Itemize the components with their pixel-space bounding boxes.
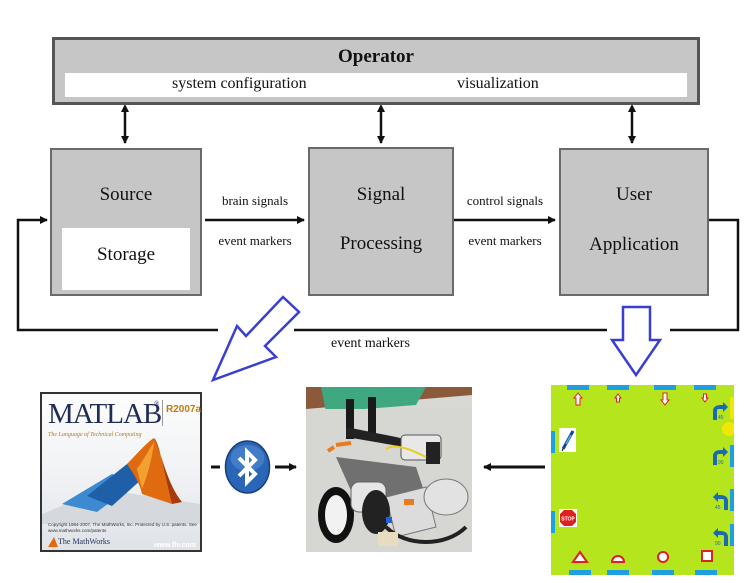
event-markers-label-1: event markers [218, 233, 292, 248]
track-marker-right [730, 489, 734, 511]
user-application-line1: User [616, 184, 652, 205]
operator-functions: system configuration visualization [65, 73, 687, 97]
track-marker-right [730, 524, 734, 546]
signal-processing-block: Signal Processing [308, 147, 454, 296]
track-marker-right-yellow [730, 397, 734, 419]
source-label: Source [99, 184, 153, 205]
event-markers-label-2: event markers [468, 233, 542, 248]
brain-signals-label: brain signals [221, 193, 289, 208]
storage-block: Storage [62, 228, 190, 290]
callout-arrow-to-track [609, 305, 663, 378]
user-application-line2: Application [589, 234, 679, 255]
system-configuration-label: system configuration [172, 75, 307, 92]
user-application-block: User Application [559, 148, 709, 296]
track-marker-left [551, 511, 555, 533]
signal-processing-line2: Processing [339, 233, 423, 254]
matlab-company: The MathWorks [58, 537, 111, 546]
matlab-watermark: www.flv.com [153, 542, 196, 549]
stop-sign-text: STOP [561, 517, 575, 523]
matlab-version: R2007a [166, 404, 202, 415]
feedback-loop-line-left [16, 216, 218, 332]
track-marker-bottom [607, 570, 629, 575]
arrow-up-icon [572, 392, 584, 406]
visualization-label: visualization [457, 75, 539, 92]
robot-photo [306, 387, 472, 552]
mathworks-logo-icon [48, 537, 58, 547]
triangle-icon [571, 550, 589, 563]
track-marker-top [654, 385, 676, 390]
lego-nxt-robot-image [306, 387, 472, 552]
track-marker-bottom [695, 570, 717, 575]
track-marker-top [694, 385, 716, 390]
matlab-membrane-logo-icon [42, 438, 200, 524]
track-marker-top [567, 385, 589, 390]
turn-left-45-icon [713, 492, 728, 510]
turn-left-90-icon [713, 528, 728, 546]
circle-icon [657, 551, 669, 563]
feedback-event-markers-label: event markers [331, 336, 410, 351]
callout-arrow-to-matlab [210, 295, 301, 383]
track-map-canvas: 45 90 45 90 STOP [551, 385, 736, 575]
turn-left-90-label: 90 [715, 541, 721, 547]
bluetooth-icon [224, 440, 271, 494]
matlab-tagline: The Language of Technical Computing [48, 432, 142, 438]
matlab-copyright: Copyright 1984-2007, The MathWorks, Inc.… [48, 522, 197, 533]
turn-right-45-label: 45 [718, 415, 724, 421]
turn-right-45-icon [713, 402, 728, 420]
control-signals-label: control signals [466, 193, 544, 208]
matlab-brand: MATLAB [48, 398, 162, 430]
track-marker-top [607, 385, 629, 390]
arrow-up-small-icon [614, 393, 622, 403]
matlab-splash-image: MATLAB ® R2007a The Language of Technica… [40, 392, 202, 552]
turn-right-90-icon [713, 447, 728, 465]
square-icon [701, 550, 713, 562]
semicircle-icon [610, 555, 626, 563]
storage-label: Storage [96, 244, 156, 265]
feedback-loop-line [670, 218, 740, 332]
pen-icon [559, 428, 576, 452]
signal-processing-line1: Signal [356, 184, 406, 205]
operator-box: Operator system configuration visualizat… [52, 37, 700, 105]
stop-sign-icon: STOP [559, 509, 577, 527]
turn-right-90-label: 90 [718, 460, 724, 466]
robot-position-marker [722, 422, 736, 436]
arrow-down-icon [659, 392, 671, 406]
track-marker-bottom [569, 570, 591, 575]
turn-left-45-label: 45 [715, 505, 721, 511]
track-marker-left [551, 431, 555, 453]
arrow-down-small-icon [701, 393, 709, 403]
matlab-registered-mark: ® [154, 400, 160, 408]
operator-title: Operator [338, 46, 414, 67]
matlab-divider [162, 400, 163, 426]
track-marker-right [730, 445, 734, 467]
source-block: Source Storage [50, 148, 202, 296]
track-marker-bottom [652, 570, 674, 575]
track-map-image: 45 90 45 90 STOP [551, 385, 736, 575]
